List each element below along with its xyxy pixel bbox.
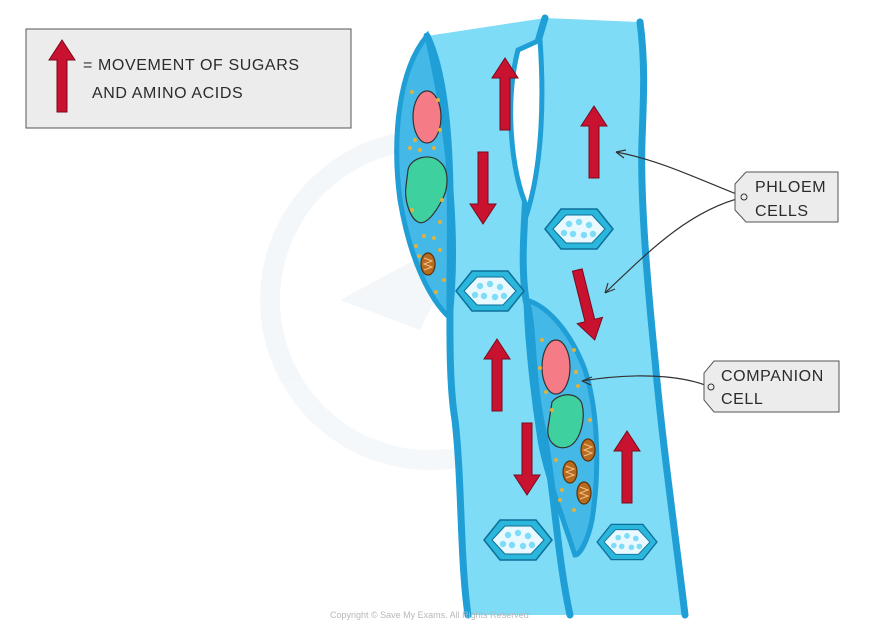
middle-lumen-gap: [508, 36, 545, 218]
companion-label-line-1: COMPANION: [721, 368, 824, 385]
left-outer-wall: [423, 32, 472, 619]
phloem-leader-lines: [604, 149, 745, 294]
copyright-footer: Copyright © Save My Exams. All Rights Re…: [330, 610, 529, 620]
tag-hole-icon: [707, 383, 715, 391]
left-sieve-tube: [427, 18, 570, 615]
right-outer-wall: [636, 18, 689, 619]
lower-nucleus-icon: [541, 339, 571, 395]
companion-label-line-2: CELL: [721, 391, 763, 408]
upper-nucleus-icon: [412, 90, 442, 144]
lower-mitochondrion-icon-2: [562, 460, 578, 484]
phloem-label-line-2: CELLS: [755, 203, 809, 220]
lower-organelle-icon: [547, 394, 584, 449]
tag-hole-icon: [740, 193, 748, 201]
legend-line-1: = MOVEMENT OF SUGARS: [83, 57, 300, 74]
lower-vesicles: [538, 338, 592, 512]
phloem-cells-tag: PHLOEM CELLS: [734, 171, 839, 223]
phloem-label-line-1: PHLOEM: [755, 179, 826, 196]
legend-box: = MOVEMENT OF SUGARS AND AMINO ACIDS: [25, 28, 352, 129]
lower-mitochondrion-icon-1: [580, 438, 596, 462]
companion-leader-line: [581, 375, 711, 388]
upper-mitochondrion-icon: [420, 252, 436, 276]
lower-mitochondrion-icon-3: [576, 481, 592, 505]
companion-cell-tag: COMPANION CELL: [703, 360, 840, 413]
upper-vesicles: [408, 90, 446, 294]
legend-line-2: AND AMINO ACIDS: [92, 85, 243, 102]
